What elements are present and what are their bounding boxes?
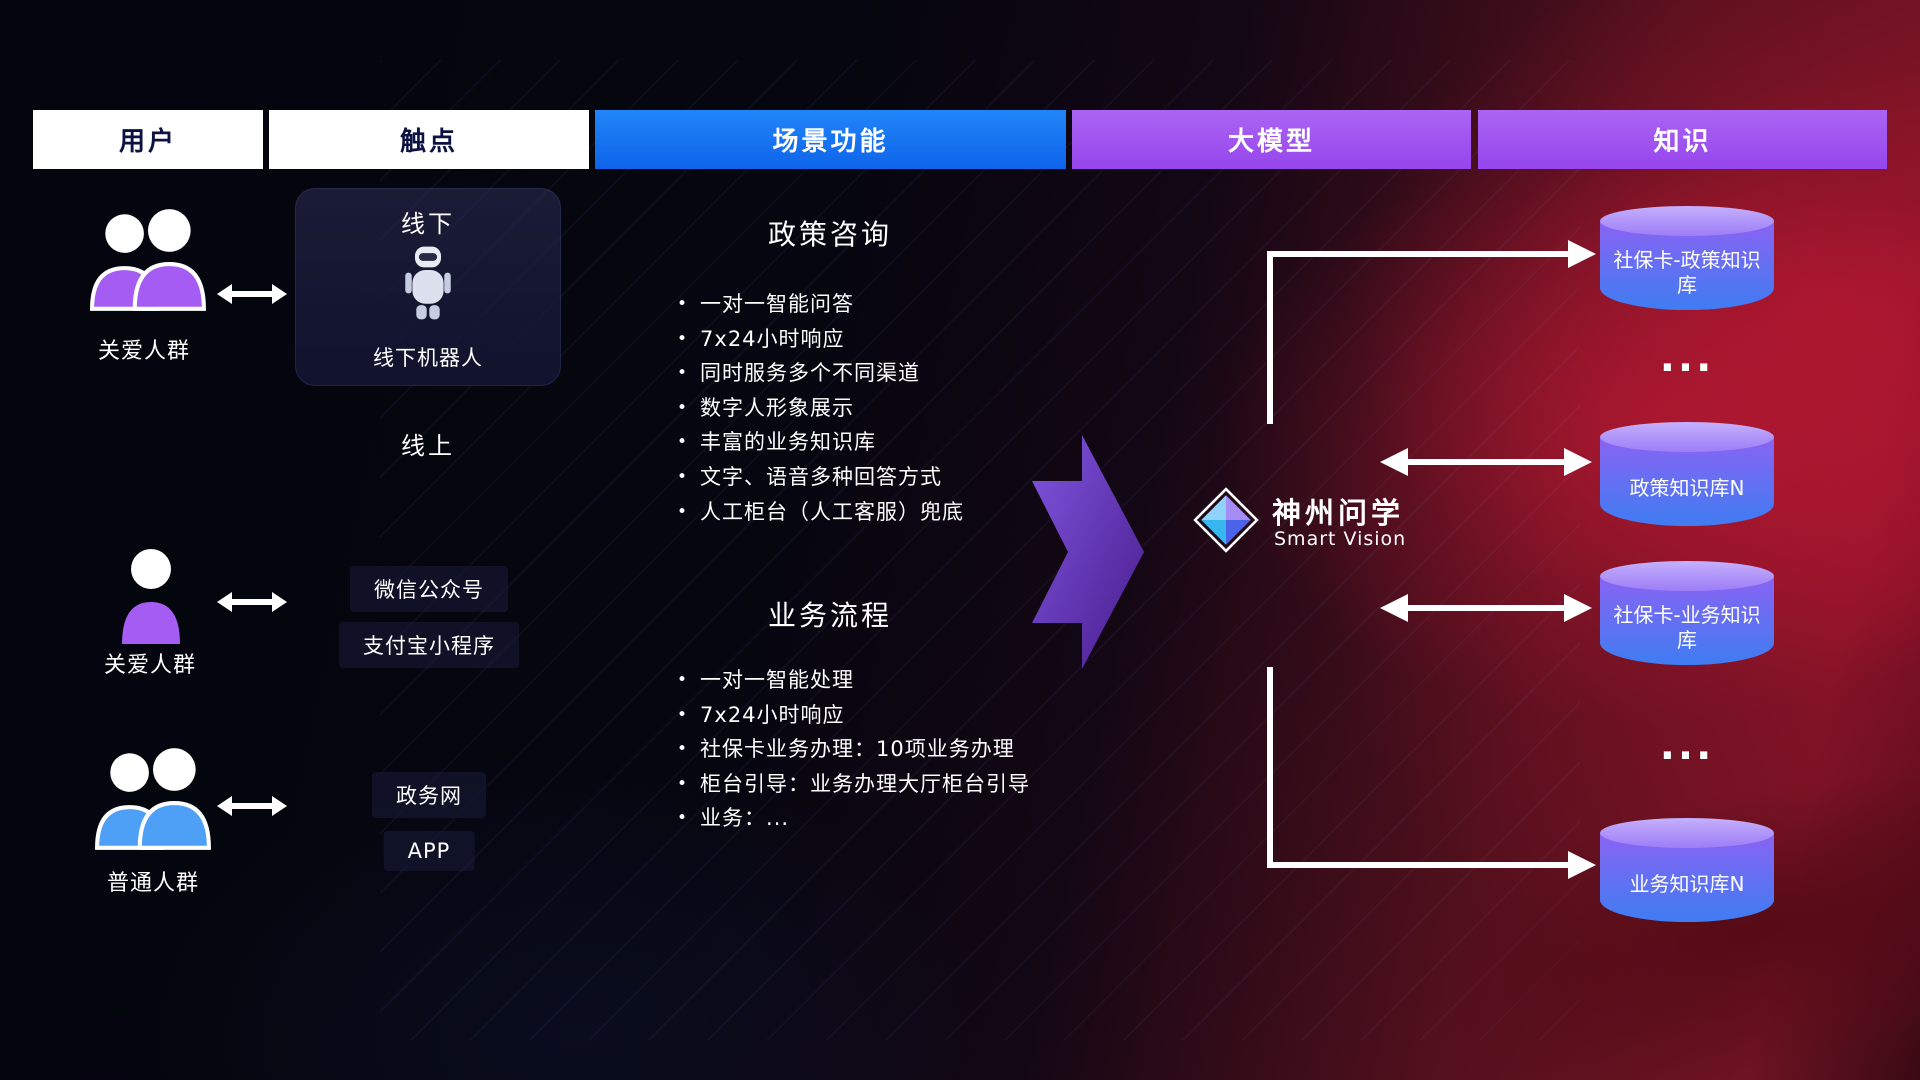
arrow-user-touchpoint-1 xyxy=(216,281,288,311)
kb-cylinder-shebao-policy: 社保卡-政策知识库 xyxy=(1600,206,1774,310)
list-item: 文字、语音多种回答方式 xyxy=(677,461,964,496)
offline-robot-label: 线下机器人 xyxy=(373,346,483,370)
offline-robot-panel: 线下 线下机器人 xyxy=(295,188,561,386)
touchpoint-alipay: 支付宝小程序 xyxy=(339,622,519,668)
list-item: 7x24小时响应 xyxy=(677,699,1030,734)
list-item: 一对一智能问答 xyxy=(677,288,964,323)
user-group-icon-general xyxy=(93,743,215,859)
list-item: 7x24小时响应 xyxy=(677,323,964,358)
scenario-list-business: 一对一智能处理 7x24小时响应 社保卡业务办理：10项业务办理 柜台引导：业务… xyxy=(677,664,1030,837)
list-item: 数字人形象展示 xyxy=(677,392,964,427)
kb-label: 社保卡-政策知识库 xyxy=(1613,247,1761,297)
list-item: 业务：... xyxy=(677,802,1030,837)
list-item: 一对一智能处理 xyxy=(677,664,1030,699)
cylinder-top xyxy=(1600,561,1774,591)
cylinder-top xyxy=(1600,422,1774,452)
kb-cylinder-policy-n: 政策知识库N xyxy=(1600,422,1774,526)
list-item: 社保卡业务办理：10项业务办理 xyxy=(677,733,1030,768)
list-item: 同时服务多个不同渠道 xyxy=(677,357,964,392)
kb-label: 社保卡-业务知识库 xyxy=(1613,602,1761,652)
user-label-care-2: 关爱人群 xyxy=(103,653,196,678)
kb-cylinder-shebao-business: 社保卡-业务知识库 xyxy=(1600,561,1774,665)
arrow-user-touchpoint-3 xyxy=(216,793,288,823)
robot-icon xyxy=(402,244,454,326)
online-title: 线上 xyxy=(401,432,455,460)
user-person-icon-care xyxy=(120,548,182,648)
cylinder-body: 社保卡-政策知识库 xyxy=(1600,221,1774,310)
smart-vision-logo-icon xyxy=(1193,487,1259,557)
list-item: 丰富的业务知识库 xyxy=(677,426,964,461)
user-label-care-1: 关爱人群 xyxy=(97,339,190,364)
user-group-icon-care xyxy=(88,206,210,318)
touchpoint-app: APP xyxy=(383,831,475,871)
model-subtitle: Smart Vision xyxy=(1274,528,1407,550)
touchpoint-wechat: 微信公众号 xyxy=(350,566,508,612)
knowledge-ellipsis-1: ... xyxy=(1659,335,1715,381)
scenario-title-business: 业务流程 xyxy=(767,599,892,632)
kb-label: 业务知识库N xyxy=(1629,872,1745,896)
cylinder-top xyxy=(1600,818,1774,848)
cylinder-top xyxy=(1600,206,1774,236)
header-touchpoint: 触点 xyxy=(269,110,589,169)
touchpoint-gov: 政务网 xyxy=(372,772,486,818)
scenario-list-policy: 一对一智能问答 7x24小时响应 同时服务多个不同渠道 数字人形象展示 丰富的业… xyxy=(677,288,964,530)
kb-cylinder-business-n: 业务知识库N xyxy=(1600,818,1774,922)
arrow-user-touchpoint-2 xyxy=(216,589,288,619)
header-scenario: 场景功能 xyxy=(595,110,1066,169)
offline-title: 线下 xyxy=(401,210,455,238)
header-user: 用户 xyxy=(33,110,263,169)
scenario-title-policy: 政策咨询 xyxy=(767,218,892,251)
list-item: 人工柜台（人工客服）兜底 xyxy=(677,496,964,531)
header-knowledge: 知识 xyxy=(1478,110,1887,169)
header-model: 大模型 xyxy=(1072,110,1471,169)
model-name: 神州问学 xyxy=(1272,496,1405,530)
list-item: 柜台引导：业务办理大厅柜台引导 xyxy=(677,768,1030,803)
flow-arrow-icon xyxy=(1032,431,1144,677)
kb-label: 政策知识库N xyxy=(1629,476,1745,500)
user-label-general: 普通人群 xyxy=(106,871,199,896)
knowledge-ellipsis-2: ... xyxy=(1659,723,1715,769)
